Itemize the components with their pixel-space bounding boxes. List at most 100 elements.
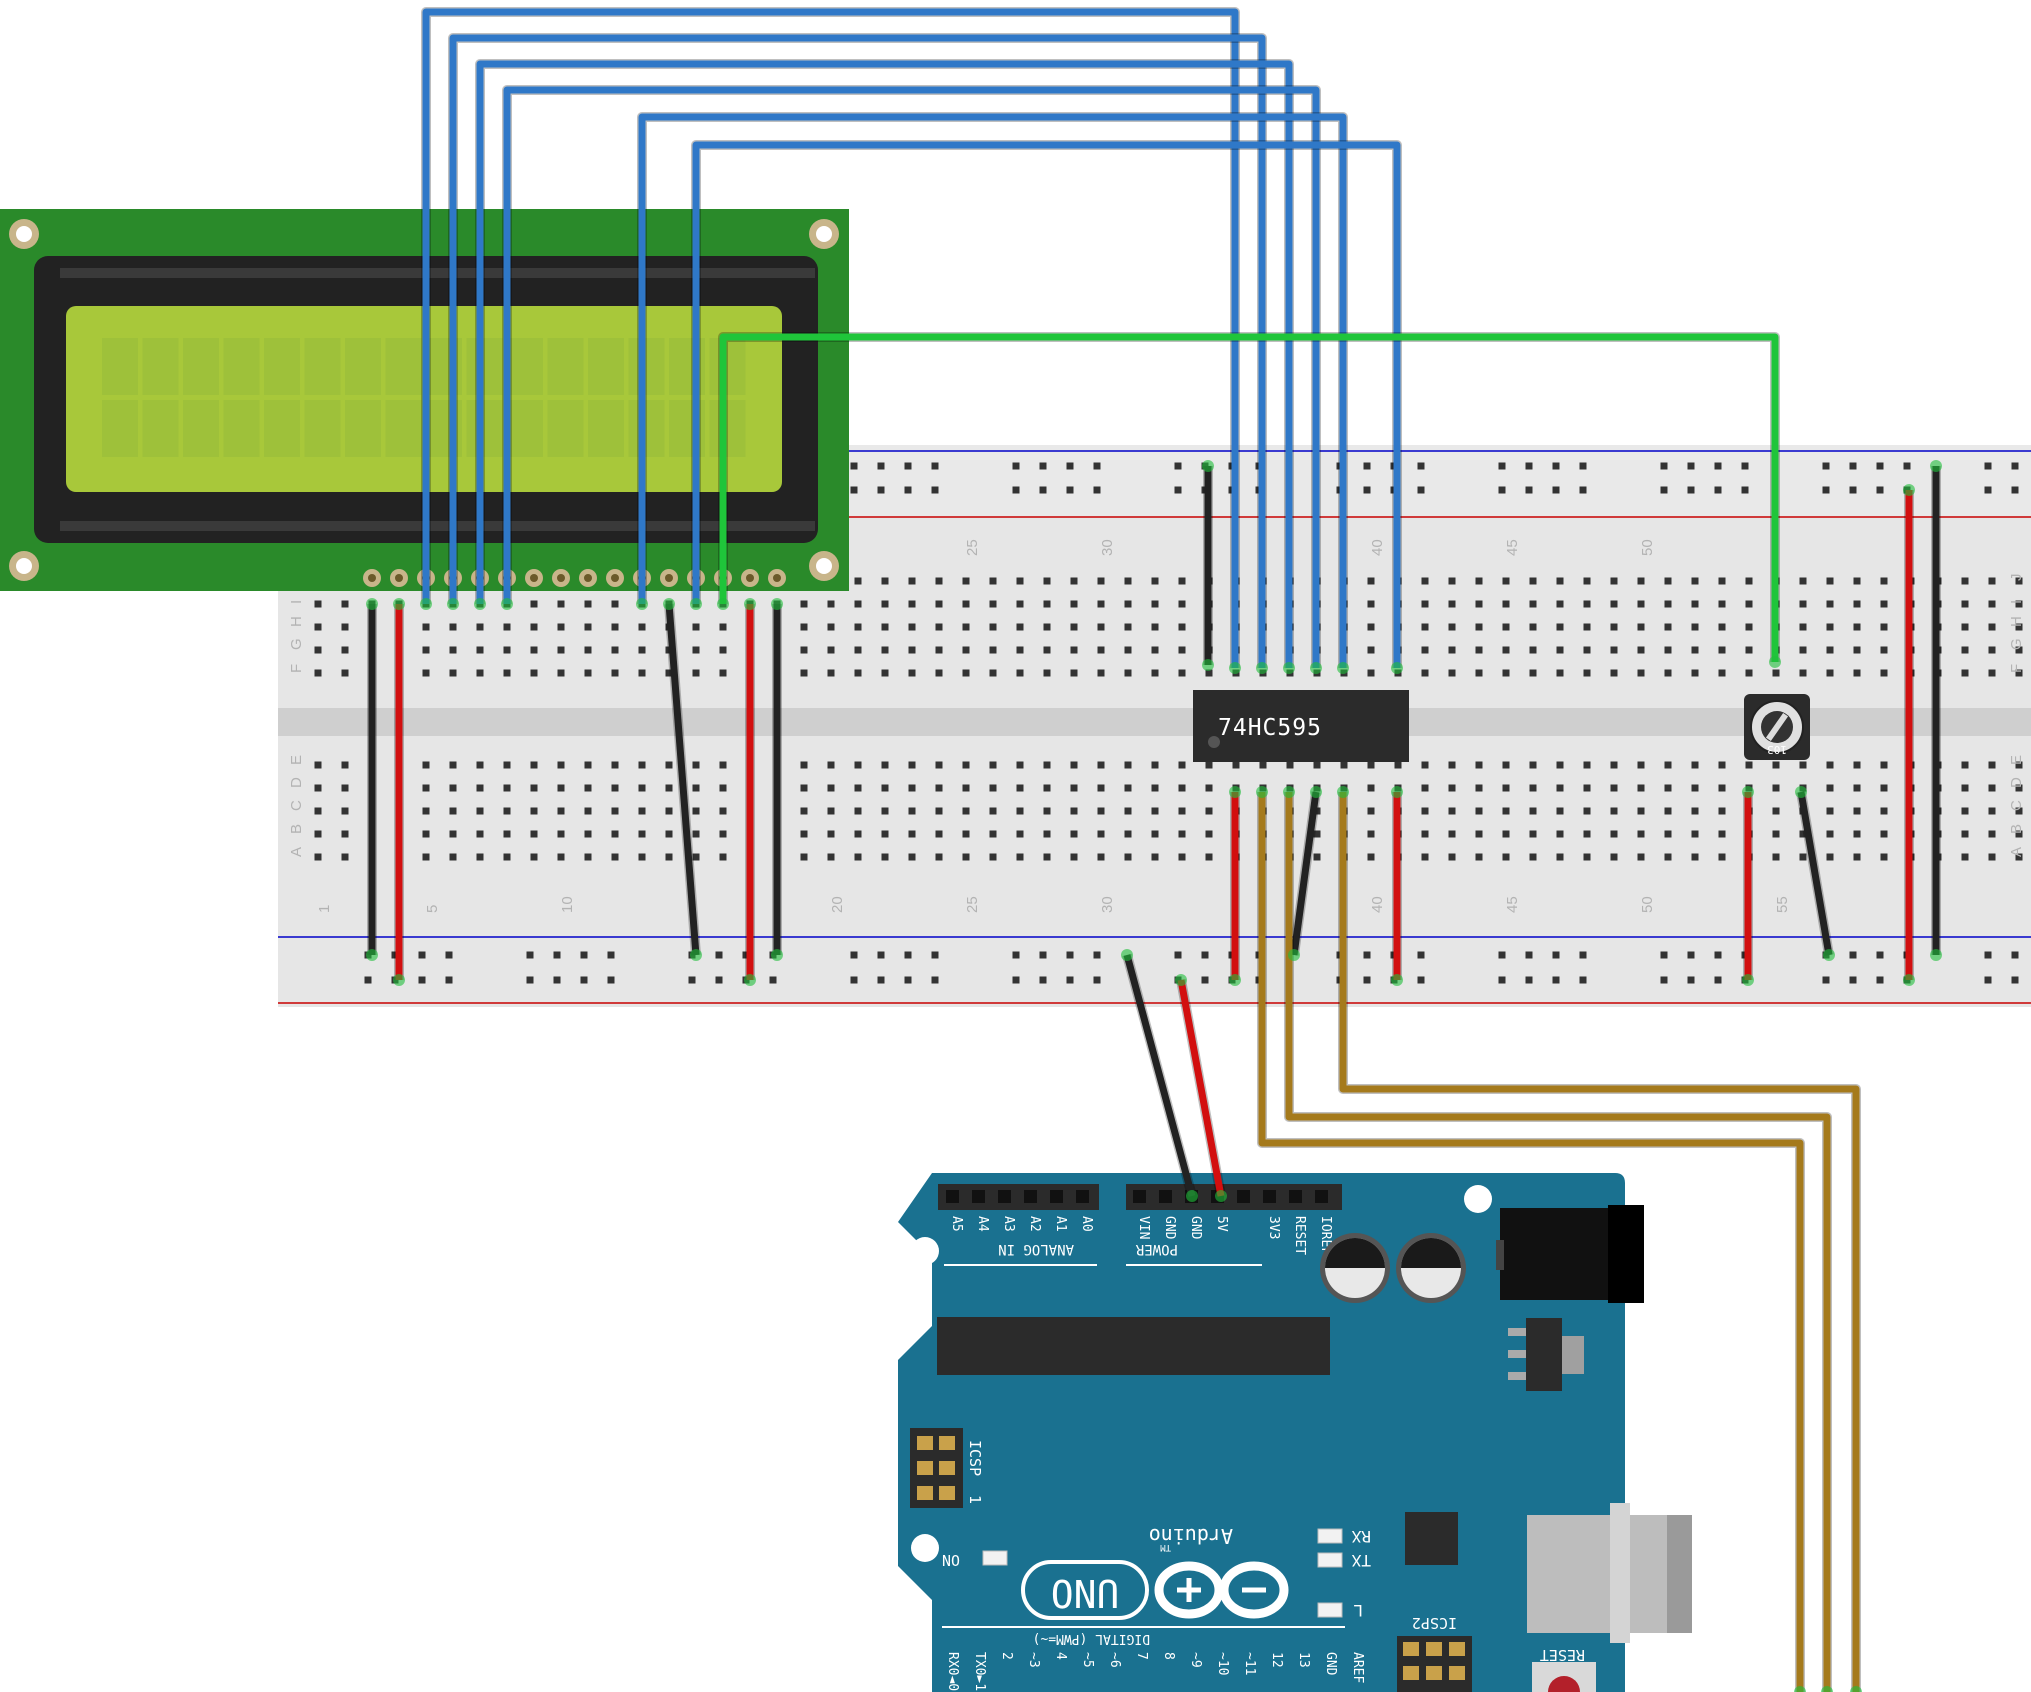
column-number: 5 [424, 905, 441, 913]
digital-pin-label: ~6 [1107, 1652, 1122, 1668]
column-number: 10 [559, 896, 576, 913]
wire-end [771, 598, 783, 610]
power-pin-label: VIN [1136, 1216, 1151, 1239]
usb-chip [1405, 1512, 1458, 1565]
wire-end [744, 598, 756, 610]
column-number: 45 [1504, 539, 1521, 556]
brown-wire-latch[interactable] [1339, 792, 1860, 1692]
lcd-char-cell [628, 338, 665, 395]
voltage-regulator [1508, 1318, 1584, 1391]
arduino-logo [1021, 1560, 1289, 1620]
wire-end [663, 598, 675, 610]
reset-button[interactable] [1532, 1662, 1596, 1692]
red-wire-arduino-5v[interactable] [1177, 979, 1225, 1197]
column-number: 50 [1639, 896, 1656, 913]
wire-end [1283, 786, 1295, 798]
power-pin-label: GND [1188, 1216, 1203, 1240]
wire-end [366, 598, 378, 610]
row-letter: G [288, 638, 305, 650]
digital-pin-label: TX0►1 [972, 1652, 987, 1691]
column-number: 25 [964, 896, 981, 913]
on-label: ON [942, 1551, 960, 1569]
blue-wire-6[interactable] [692, 141, 1401, 668]
black-wire-arduino-gnd[interactable] [1123, 954, 1196, 1197]
brand-label: Arduino [1149, 1524, 1233, 1548]
blue-wire-3[interactable] [476, 60, 1293, 668]
wire-end [690, 949, 702, 961]
wire-end [1288, 949, 1300, 961]
lcd-char-cell [223, 338, 260, 395]
arduino-text: Arduino TM UNO ON RX TX L RESET ICSP2 DI… [942, 1241, 1585, 1664]
wire-end [1742, 974, 1754, 986]
wire-end [393, 974, 405, 986]
digital-pin-label: ~11 [1242, 1652, 1257, 1675]
potentiometer[interactable]: 103 [1744, 694, 1810, 760]
lcd-char-cell [304, 400, 341, 457]
icsp2-header [1397, 1636, 1472, 1692]
column-number: 40 [1369, 539, 1386, 556]
wire-end [1310, 662, 1322, 674]
wire-end [1256, 786, 1268, 798]
analog-pin-label: A5 [949, 1216, 964, 1232]
row-letter: E [288, 755, 305, 765]
digital-pin-label: ~10 [1215, 1652, 1230, 1675]
column-number: 20 [829, 896, 846, 913]
header-pin [1237, 1190, 1250, 1203]
capacitor-icon [1320, 1233, 1466, 1303]
wire-end [1337, 786, 1349, 798]
wire-end [1850, 1686, 1862, 1692]
lcd-char-cell [628, 400, 665, 457]
wire-end [1930, 460, 1942, 472]
lcd-char-cell [588, 338, 624, 395]
lcd-char-cell [345, 400, 381, 457]
wire-end [1795, 786, 1807, 798]
green-wire[interactable] [719, 333, 1779, 662]
brown-wire-data[interactable] [1258, 792, 1804, 1692]
digital-pin-label: ~9 [1188, 1652, 1203, 1668]
black-wire-chip-2[interactable] [1290, 791, 1320, 956]
wire-end [1930, 949, 1942, 961]
wire-end [1256, 662, 1268, 674]
column-number: 55 [1774, 896, 1791, 913]
model-label: UNO [1051, 1571, 1120, 1615]
black-wire-pot[interactable] [1797, 791, 1833, 956]
trademark-label: TM [1160, 1542, 1171, 1552]
digital-pin-label: RX0◄0 [945, 1652, 960, 1691]
wire-end [636, 598, 648, 610]
row-letter: J [2008, 574, 2025, 582]
led-icon [982, 1528, 1343, 1618]
analog-pin-label: A4 [975, 1216, 990, 1232]
reset-label: RESET [1540, 1646, 1585, 1664]
power-header [1126, 1184, 1342, 1210]
lcd-char-cell [588, 400, 624, 457]
wire-end [1202, 659, 1214, 671]
digital-pin-label: ~5 [1080, 1652, 1095, 1668]
black-wire-rw[interactable] [665, 603, 700, 956]
column-number: 45 [1504, 896, 1521, 913]
column-number: 1 [316, 905, 333, 913]
digital-pin-label: 4 [1053, 1652, 1068, 1660]
blue-wire-2[interactable] [449, 34, 1266, 668]
wire-end [393, 598, 405, 610]
blue-wire-5[interactable] [638, 113, 1347, 668]
row-letter: E [2008, 755, 2025, 765]
icsp-label: ICSP [966, 1440, 984, 1476]
digital-label: DIGITAL (PWM=~) [1033, 1631, 1150, 1646]
wire-end [1903, 484, 1915, 496]
column-number: 30 [1099, 539, 1116, 556]
row-letter: I [288, 600, 305, 604]
row-letter: B [2008, 824, 2025, 834]
pot-label: 103 [1767, 743, 1787, 756]
wire-end [744, 974, 756, 986]
row-letter: G [2008, 638, 2025, 650]
wire-end [1391, 786, 1403, 798]
header-pin [1050, 1190, 1063, 1203]
digital-pin-label: 12 [1269, 1652, 1284, 1668]
digital-pin-label: AREF [1350, 1652, 1365, 1683]
digital-pin-label: 7 [1134, 1652, 1149, 1660]
lcd-char-cell [223, 400, 260, 457]
power-pin-label: RESET [1292, 1216, 1307, 1255]
blue-wire-4[interactable] [503, 86, 1320, 668]
